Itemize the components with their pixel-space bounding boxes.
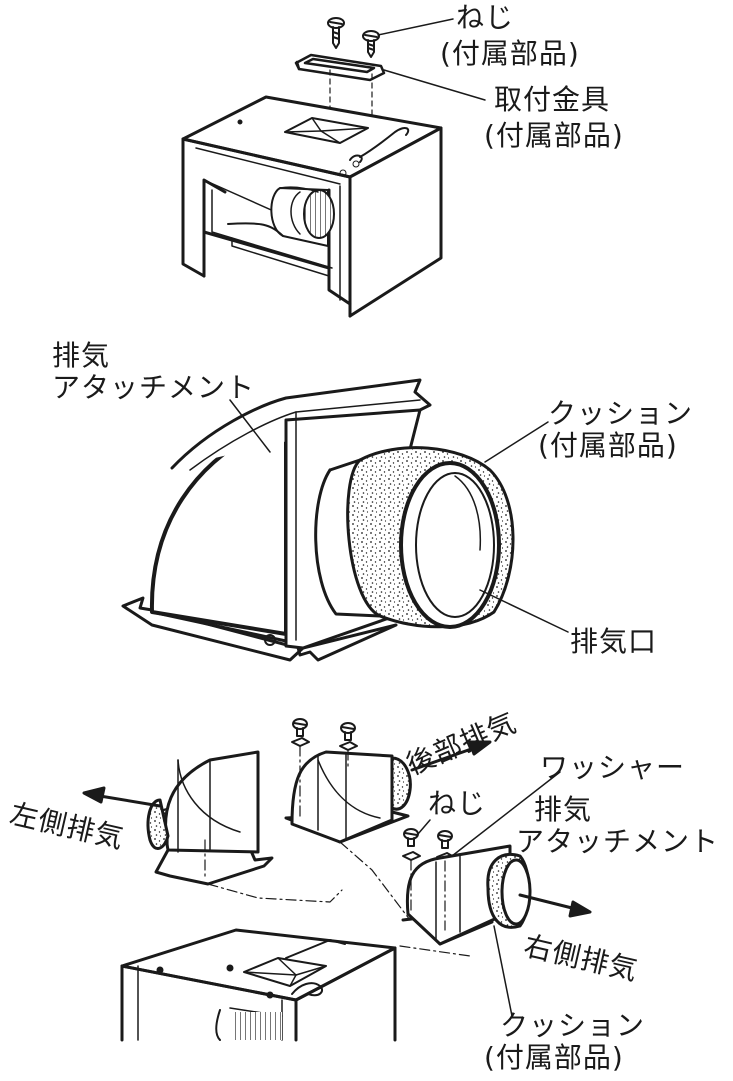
right-exhaust-arrow xyxy=(518,893,592,918)
bracket-note: (付属部品) xyxy=(484,119,624,152)
rear-exhaust-arrow xyxy=(410,740,492,772)
outlet-label: 排気口 xyxy=(570,625,658,658)
top-screw-label: ねじ xyxy=(456,1,515,34)
attachment-label-line1: 排気 xyxy=(52,339,111,372)
screw-icon xyxy=(327,17,345,49)
screw-icon xyxy=(362,30,380,58)
cushion-note: (付属部品) xyxy=(538,429,678,462)
bracket-label: 取付金具 xyxy=(494,83,611,116)
bottom-screw-label: ねじ xyxy=(428,787,487,820)
washer-label: ワッシャー xyxy=(540,751,686,784)
attachment-label-line2: アタッチメント xyxy=(52,371,256,404)
cushion-label: クッション xyxy=(548,397,694,430)
bottom-fan-unit xyxy=(120,928,397,1042)
mounting-bracket xyxy=(294,53,386,82)
top-fan-unit xyxy=(181,17,486,318)
top-screw-note: (付属部品) xyxy=(440,37,580,70)
exhaust-attachment-large xyxy=(121,378,569,662)
bottom-cushion-note: (付属部品) xyxy=(484,1041,624,1074)
exhaust-direction-options xyxy=(82,718,592,1042)
bottom-cushion-label: クッション xyxy=(500,1009,646,1042)
right-attachment-label-line1: 排気 xyxy=(534,793,593,826)
right-attachment-label-line2: アタッチメント xyxy=(516,825,720,858)
left-exhaust-arrow xyxy=(82,786,162,808)
